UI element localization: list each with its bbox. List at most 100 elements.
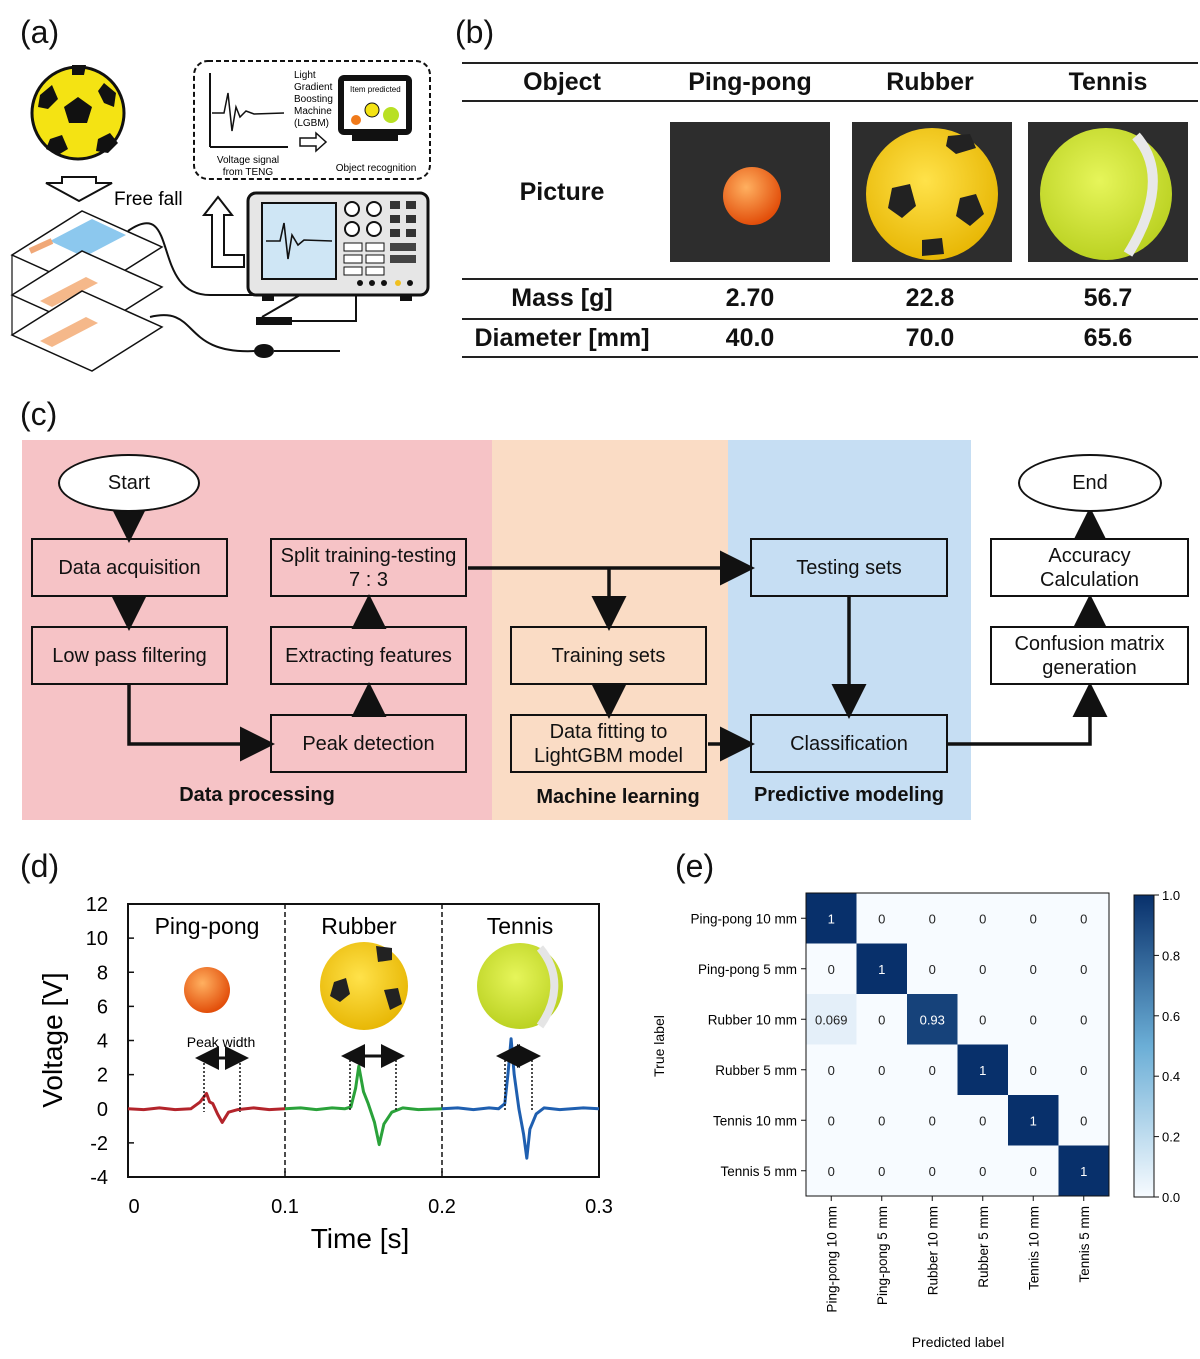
accuracy-calculation-box: Accuracy Calculation: [990, 538, 1189, 597]
matrix-cell-value: 0: [828, 1063, 835, 1078]
matrix-cell: [806, 893, 857, 944]
matrix-cell: [907, 1095, 958, 1146]
matrix-cell: [856, 994, 907, 1045]
matrix-cell-value: 0: [979, 1164, 986, 1179]
matrix-cell-value: 0: [929, 1063, 936, 1078]
classification-box: Classification: [750, 714, 948, 773]
column-label: Tennis 5 mm: [1077, 1206, 1092, 1283]
matrix-cell-value: 0: [878, 1113, 885, 1128]
row-label: Rubber 5 mm: [715, 1063, 797, 1078]
y-tick-label: 4: [97, 1031, 108, 1053]
matrix-cell-value: 0: [1080, 911, 1087, 926]
matrix-cell: [1058, 994, 1109, 1045]
column-label: Rubber 5 mm: [976, 1206, 991, 1288]
matrix-cell-value: 0: [878, 911, 885, 926]
matrix-cell: [856, 1044, 907, 1095]
row-label: Ping-pong 10 mm: [690, 911, 797, 926]
item-predicted-label: Item predicted: [350, 85, 401, 94]
matrix-cell: [907, 994, 958, 1045]
matrix-cell-value: 0: [1030, 1063, 1037, 1078]
matrix-cell: [957, 1044, 1008, 1095]
matrix-cell-value: 0: [878, 1012, 885, 1027]
lgbm-line4: Machine: [294, 106, 332, 117]
matrix-cell-value: 0: [929, 911, 936, 926]
matrix-cell: [1008, 893, 1059, 944]
column-label: Rubber 10 mm: [925, 1206, 940, 1295]
matrix-cell-value: 0: [979, 911, 986, 926]
voltage-signal-trace: [212, 92, 285, 132]
matrix-cell-value: 0: [878, 1164, 885, 1179]
diameter-rubber: 70.0: [905, 324, 955, 352]
picture-label: Picture: [519, 178, 605, 206]
voltage-series-line: [441, 1037, 600, 1160]
matrix-cell-value: 0: [929, 1113, 936, 1128]
training-sets-box: Training sets: [510, 626, 707, 685]
schematic-figure: Free fall: [10, 60, 431, 372]
matrix-cell-value: 0: [979, 1012, 986, 1027]
matrix-cell: [856, 1145, 907, 1196]
lgbm-line1: Light: [294, 70, 316, 81]
y-tick-label: 2: [97, 1065, 108, 1087]
arrow-right-icon: [299, 131, 328, 153]
mass-tennis: 56.7: [1083, 284, 1133, 312]
matrix-cell: [1008, 1044, 1059, 1095]
object-recognition-label: Object recognition: [336, 163, 417, 174]
matrix-cell: [1008, 994, 1059, 1045]
split-training-testing-box: Split training-testing 7 : 3: [270, 538, 467, 597]
colorbar-tick-label: 0.8: [1162, 948, 1180, 963]
probe-icon: [256, 317, 292, 325]
matrix-cell-value: 0: [828, 1164, 835, 1179]
soccer-ball-icon: [30, 65, 126, 161]
matrix-cell: [957, 943, 1008, 994]
section-label-ping-pong: Ping-pong: [155, 913, 260, 939]
testing-sets-box: Testing sets: [750, 538, 948, 597]
matrix-cell: [1008, 1145, 1059, 1196]
matrix-cell: [907, 1044, 958, 1095]
matrix-cell: [1058, 943, 1109, 994]
row-label: Tennis 5 mm: [720, 1164, 797, 1179]
diameter-ping-pong: 40.0: [725, 324, 775, 352]
matrix-cell-value: 0: [828, 1113, 835, 1128]
ping-pong-ball-icon: [184, 967, 230, 1013]
x-tick-label: 0.3: [585, 1196, 613, 1218]
zone-title-predictive-modeling: Predictive modeling: [753, 784, 945, 806]
header-object: Object: [523, 68, 601, 96]
x-tick-label: 0: [128, 1196, 139, 1218]
row-label: Ping-pong 5 mm: [698, 962, 797, 977]
matrix-cell-value: 0: [878, 1063, 885, 1078]
y-tick-label: 10: [86, 928, 108, 950]
confusion-matrix-box: Confusion matrix generation: [990, 626, 1189, 685]
matrix-cell-value: 0: [828, 962, 835, 977]
rubber-ball-photo: [852, 122, 1012, 262]
matrix-cell: [907, 1145, 958, 1196]
x-tick-label: 0.2: [428, 1196, 456, 1218]
panel-label-b: (b): [455, 14, 495, 50]
colorbar-tick-label: 1.0: [1162, 888, 1180, 903]
matrix-cell-value: 0: [929, 962, 936, 977]
column-label: Ping-pong 5 mm: [875, 1206, 890, 1305]
row-label: Tennis 10 mm: [713, 1113, 797, 1128]
matrix-cell: [1058, 893, 1109, 944]
panel-label-e: (e): [675, 848, 715, 884]
diameter-tennis: 65.6: [1083, 324, 1133, 352]
matrix-cell-value: 0: [929, 1164, 936, 1179]
object-property-table: Object Ping-pong Rubber Tennis Picture M…: [462, 60, 1198, 360]
matrix-cell: [907, 893, 958, 944]
panel-label-a: (a): [20, 14, 60, 50]
header-tennis: Tennis: [1068, 68, 1148, 96]
matrix-cell-value: 0: [1030, 911, 1037, 926]
diameter-label: Diameter [mm]: [474, 324, 650, 352]
monitor-icon: [338, 75, 412, 141]
matrix-cell: [806, 1145, 857, 1196]
arrow-up-icon: [201, 195, 245, 268]
matrix-cell: [856, 1095, 907, 1146]
header-rubber: Rubber: [886, 68, 974, 96]
panel-label-c: (c): [20, 396, 58, 432]
matrix-cell: [957, 1095, 1008, 1146]
matrix-cell-value: 0: [1030, 1164, 1037, 1179]
matrix-cell: [1058, 1145, 1109, 1196]
matrix-cell: [1058, 1095, 1109, 1146]
lgbm-line3: Boosting: [294, 94, 333, 105]
matrix-cell: [1008, 943, 1059, 994]
